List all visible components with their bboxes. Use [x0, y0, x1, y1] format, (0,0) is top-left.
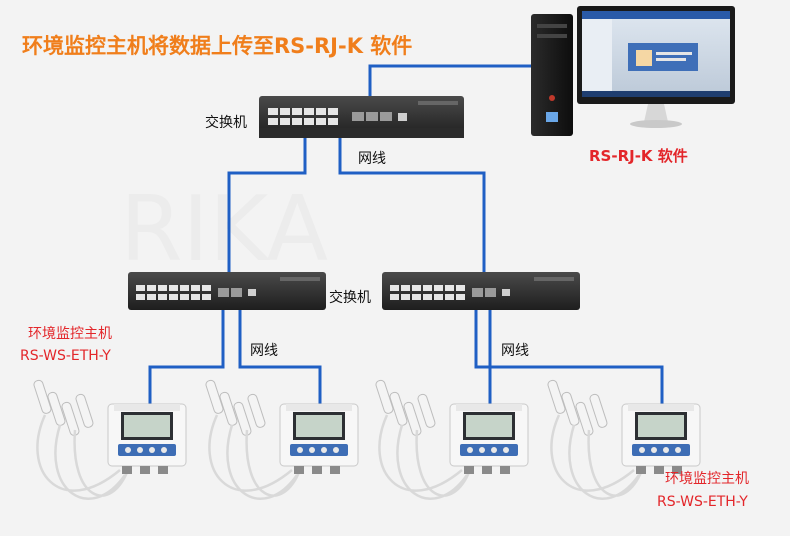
- host-button: [125, 447, 131, 453]
- sensor-probe: [47, 391, 66, 426]
- pc-tower: [531, 14, 573, 136]
- sensor-cable: [378, 414, 472, 500]
- cable-gland: [312, 466, 322, 474]
- device-model-left: RS-WS-ETH-Y: [20, 348, 111, 364]
- access-switch-right: [382, 272, 580, 310]
- sensor-probe: [589, 393, 608, 428]
- cable-gland: [330, 466, 340, 474]
- monitoring-host-1: [33, 379, 187, 500]
- sensor-probe: [375, 379, 394, 414]
- host-button-panel: [460, 444, 518, 456]
- host-button-panel: [290, 444, 348, 456]
- cable-gland: [500, 466, 510, 474]
- access-switch-label: 交换机: [329, 290, 371, 306]
- host-button-panel: [632, 444, 690, 456]
- host-button: [467, 447, 473, 453]
- sensor-probe: [389, 391, 408, 426]
- sensor-cable: [36, 414, 130, 500]
- host-button: [663, 447, 669, 453]
- cable-label-top: 网线: [358, 151, 386, 167]
- sensor-probe: [561, 391, 580, 426]
- core-switch-label: 交换机: [205, 115, 247, 131]
- cable-gland: [140, 466, 150, 474]
- cable-gland: [672, 466, 682, 474]
- cable-core-to-switch-right: [338, 137, 486, 275]
- core-switch: [259, 96, 464, 138]
- cable-gland: [464, 466, 474, 474]
- cable-gland: [654, 466, 664, 474]
- device-model-right: RS-WS-ETH-Y: [657, 494, 748, 510]
- cable-gland: [122, 466, 132, 474]
- host-button: [137, 447, 143, 453]
- host-button: [149, 447, 155, 453]
- sensor-probe: [205, 379, 224, 414]
- cable-switch-left-to-host-1: [148, 307, 225, 405]
- host-button: [651, 447, 657, 453]
- cable-core-to-switch-left: [227, 137, 307, 275]
- sensor-probe: [75, 393, 94, 428]
- sensor-cable: [208, 414, 302, 500]
- host-button: [333, 447, 339, 453]
- software-label: RS-RJ-K 软件: [589, 147, 688, 165]
- cable-switch-left-to-host-2: [238, 307, 322, 405]
- cable-label-left: 网线: [250, 343, 278, 359]
- host-button: [309, 447, 315, 453]
- sensor-probe: [547, 379, 566, 414]
- cable-gland: [482, 466, 492, 474]
- host-button: [321, 447, 327, 453]
- host-button: [491, 447, 497, 453]
- host-button: [161, 447, 167, 453]
- pc-monitor: [577, 6, 735, 128]
- monitoring-host-2: [205, 379, 359, 500]
- host-button: [479, 447, 485, 453]
- sensor-probe: [247, 393, 266, 428]
- host-button-panel: [118, 444, 176, 456]
- cable-switch-right-to-host-3: [474, 307, 492, 405]
- cable-core-to-pc: [368, 64, 532, 97]
- access-switch-left: [128, 272, 326, 310]
- device-name-left: 环境监控主机: [28, 326, 112, 342]
- host-button: [675, 447, 681, 453]
- monitoring-host-devices: [33, 379, 701, 500]
- device-name-right: 环境监控主机: [665, 471, 749, 487]
- sensor-probe: [33, 379, 52, 414]
- monitoring-host-4: [547, 379, 701, 500]
- host-button: [503, 447, 509, 453]
- network-cables: [148, 64, 664, 405]
- monitoring-host-3: [375, 379, 529, 500]
- sensor-cable: [550, 414, 644, 500]
- watermark: RIKA: [120, 177, 328, 282]
- cable-switch-right-to-host-4: [488, 307, 664, 405]
- host-button: [639, 447, 645, 453]
- cable-gland: [158, 466, 168, 474]
- sensor-probe: [417, 393, 436, 428]
- diagram-title: 环境监控主机将数据上传至RS-RJ-K 软件: [22, 34, 413, 58]
- host-button: [297, 447, 303, 453]
- sensor-probe: [219, 391, 238, 426]
- cable-gland: [294, 466, 304, 474]
- cable-label-right: 网线: [501, 343, 529, 359]
- cable-gland: [636, 466, 646, 474]
